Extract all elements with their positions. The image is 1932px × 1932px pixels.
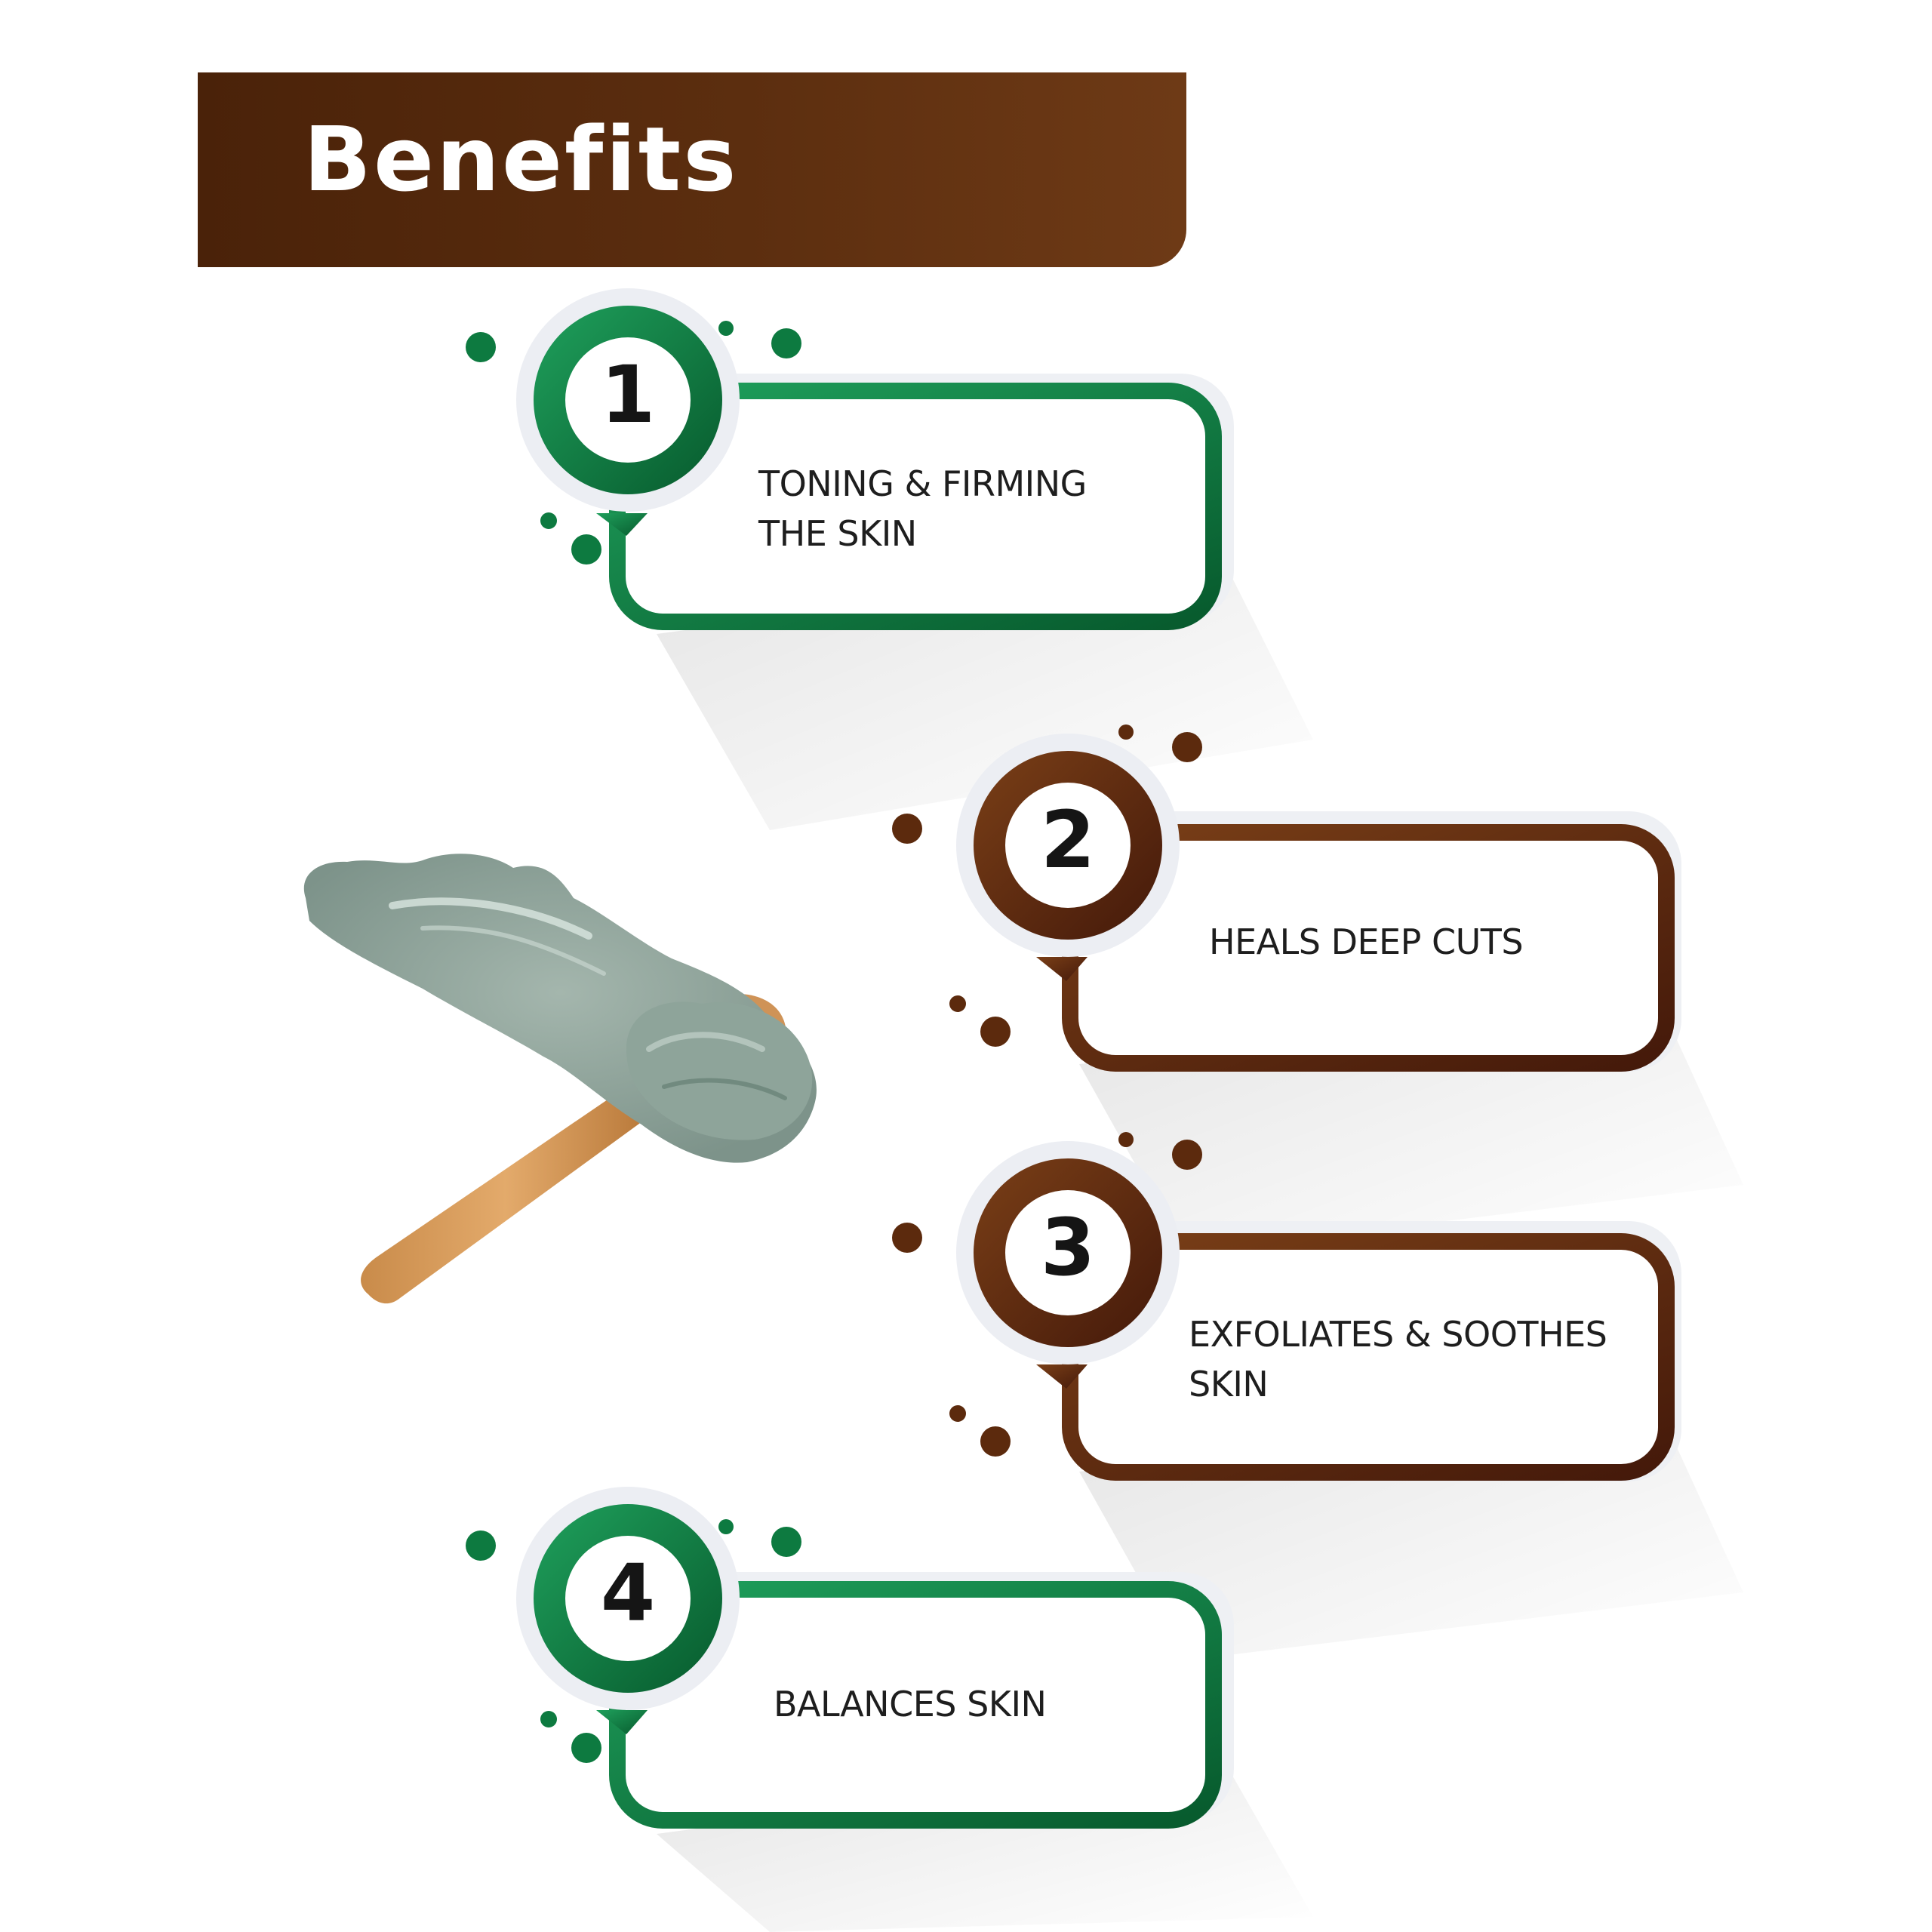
clay-spoon-illustration [303, 854, 817, 1304]
clay-texture [662, 1078, 787, 1100]
benefit-card-3-graphic [892, 1132, 1743, 1660]
pin-center [565, 1536, 691, 1661]
spoon-handle [361, 1087, 651, 1304]
decor-dot [718, 321, 734, 336]
benefit-text-line: SKIN [1189, 1364, 1269, 1404]
pin-center [565, 337, 691, 463]
benefit-text-3: EXFOLIATES & SOOTHES SKIN [1189, 1309, 1607, 1409]
pin-pointer [596, 513, 648, 536]
decor-dot [949, 1405, 966, 1422]
benefit-text-line: HEALS DEEP CUTS [1209, 921, 1524, 962]
decor-dot [980, 1017, 1011, 1047]
benefit-card-2-graphic [892, 724, 1743, 1253]
benefit-number-2: 2 [1040, 794, 1096, 886]
benefit-text-line: EXFOLIATES & SOOTHES [1189, 1314, 1607, 1355]
decor-dot [1118, 724, 1134, 740]
pin-center [1005, 783, 1131, 908]
decor-dot [466, 332, 496, 362]
page-title: Benefits [303, 107, 739, 211]
decor-dot [466, 1531, 496, 1561]
decor-dot [571, 534, 601, 565]
clay-sheen [389, 897, 592, 940]
benefit-text-2: HEALS DEEP CUTS [1209, 917, 1524, 967]
decor-dot [571, 1733, 601, 1763]
decor-dot [771, 1527, 801, 1557]
benefit-text-line: BALANCES SKIN [774, 1684, 1047, 1724]
benefit-text-4: BALANCES SKIN [774, 1679, 1047, 1729]
benefit-card-4-graphic [466, 1487, 1313, 1932]
benefit-text-line: THE SKIN [758, 513, 917, 554]
decor-dot [540, 1711, 557, 1727]
benefit-number-4: 4 [600, 1547, 656, 1639]
decor-dot [1172, 732, 1202, 762]
benefit-number-1: 1 [600, 349, 656, 441]
decor-dot [771, 328, 801, 358]
benefit-number-3: 3 [1040, 1201, 1096, 1294]
decor-dot [892, 1223, 922, 1253]
benefit-text-1: TONING & FIRMING THE SKIN [758, 459, 1087, 558]
benefit-card-1-graphic [466, 288, 1313, 830]
header-banner: Benefits [198, 72, 1186, 267]
decor-dot [980, 1426, 1011, 1457]
decor-dot [540, 512, 557, 529]
pin-pointer [1036, 957, 1088, 981]
decor-dot [1118, 1132, 1134, 1147]
decor-dot [718, 1519, 734, 1534]
decor-dot [1172, 1140, 1202, 1170]
clay-texture [646, 1032, 765, 1052]
clay-sheen [420, 925, 606, 976]
decor-dot [892, 814, 922, 844]
pin-pointer [1036, 1364, 1088, 1389]
pin-pointer [596, 1710, 648, 1734]
pin-center [1005, 1190, 1131, 1315]
benefit-text-line: TONING & FIRMING [758, 463, 1087, 504]
decor-dot [949, 995, 966, 1012]
